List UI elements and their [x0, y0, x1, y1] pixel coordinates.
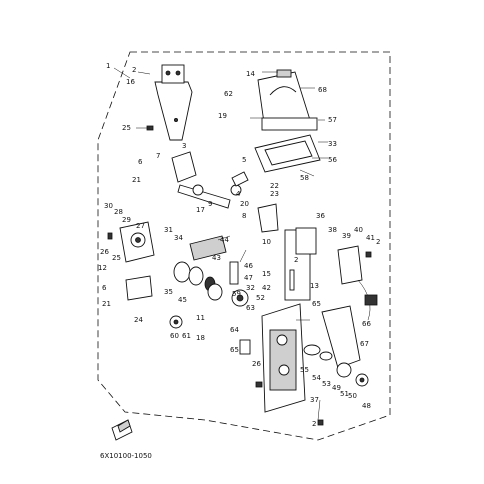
callout: 16 — [126, 78, 135, 86]
callout: 54 — [312, 374, 321, 382]
control-lever — [303, 305, 369, 387]
callout: 43 — [212, 254, 221, 262]
callout: 49 — [332, 384, 341, 392]
neutral-switch-assembly — [295, 227, 378, 321]
callout: 58 — [300, 174, 309, 182]
callout: 2 — [312, 420, 316, 428]
callout-labels: 1 2 16 25 3 7 6 21 17 4 5 9 20 14 62 68 … — [98, 62, 380, 428]
callout: 61 — [182, 332, 191, 340]
callout: 21 — [102, 300, 111, 308]
callout: 35 — [164, 288, 173, 296]
callout: 68 — [318, 86, 327, 94]
callout: 18 — [196, 334, 205, 342]
callout: 29 — [122, 216, 131, 224]
callout: 38 — [328, 226, 337, 234]
assembly-boundary — [97, 51, 391, 441]
control-housing — [261, 229, 311, 413]
callout: 63 — [246, 304, 255, 312]
callout: 19 — [218, 112, 227, 120]
mounting-plate — [146, 64, 193, 141]
callout: 14 — [246, 70, 255, 78]
callout: 42 — [262, 284, 271, 292]
callout: 12 — [98, 264, 107, 272]
callout: 23 — [270, 190, 279, 198]
callout: 11 — [196, 314, 205, 322]
throttle-bracket — [107, 221, 155, 301]
callout: 62 — [224, 90, 233, 98]
callout: 27 — [136, 222, 145, 230]
callout: 1 — [106, 62, 110, 70]
callout: 60 — [170, 332, 179, 340]
callout: 64 — [230, 326, 239, 334]
callout: 51 — [340, 390, 349, 398]
callout: 24 — [134, 316, 143, 324]
callout: 5 — [242, 156, 246, 164]
callout: 55 — [300, 366, 309, 374]
callout: 67 — [360, 340, 369, 348]
callout: 6 — [102, 284, 107, 292]
callout: 8 — [242, 212, 246, 220]
callout: 15 — [262, 270, 271, 278]
callout: 22 — [270, 182, 279, 190]
callout: 30 — [104, 202, 113, 210]
callout: 4 — [236, 190, 241, 198]
callout: 33 — [328, 140, 337, 148]
shift-lever-assembly — [171, 151, 279, 233]
callout: 26 — [100, 248, 109, 256]
callout: 6 — [138, 158, 143, 166]
callout: 32 — [246, 284, 255, 292]
gasket-plate — [254, 134, 321, 173]
callout: 25 — [122, 124, 131, 132]
callout: 44 — [220, 236, 229, 244]
callout: 2 — [294, 256, 298, 264]
callout: 47 — [244, 274, 253, 282]
callout: 34 — [174, 234, 183, 242]
top-cover — [257, 69, 318, 131]
callout: 57 — [328, 116, 337, 124]
callout: 36 — [316, 212, 325, 220]
callout: 41 — [366, 234, 375, 242]
spring-pack — [173, 235, 249, 307]
callout: 13 — [310, 282, 319, 290]
callout: 66 — [362, 320, 371, 328]
callout: 53 — [322, 380, 331, 388]
callout: 37 — [310, 396, 319, 404]
callout: 56 — [328, 156, 337, 164]
callout: 65 — [312, 300, 321, 308]
callout: 50 — [348, 392, 357, 400]
callout: 20 — [240, 200, 249, 208]
callout: 45 — [178, 296, 187, 304]
callout: 2 — [132, 66, 136, 74]
callout: 7 — [156, 152, 160, 160]
callout: 52 — [256, 294, 265, 302]
fasteners — [169, 251, 372, 426]
callout: 21 — [132, 176, 141, 184]
callout: 31 — [164, 226, 173, 234]
callout: 40 — [354, 226, 363, 234]
callout: 39 — [342, 232, 351, 240]
callout: 46 — [244, 262, 253, 270]
callout: 28 — [114, 208, 123, 216]
callout: 10 — [262, 238, 271, 246]
pencil-on-paper-icon — [111, 419, 133, 441]
callout: 48 — [362, 402, 371, 410]
callout: 9 — [208, 200, 212, 208]
callout: 3 — [182, 142, 186, 150]
callout: 59 — [232, 290, 241, 298]
callout: 17 — [196, 206, 205, 214]
diagram-code: 6X10100-1050 — [100, 452, 152, 460]
callout: 65 — [230, 346, 239, 354]
callout: 2 — [376, 238, 380, 246]
callout: 26 — [252, 360, 261, 368]
leader-lines — [113, 67, 328, 421]
callout: 25 — [112, 254, 121, 262]
